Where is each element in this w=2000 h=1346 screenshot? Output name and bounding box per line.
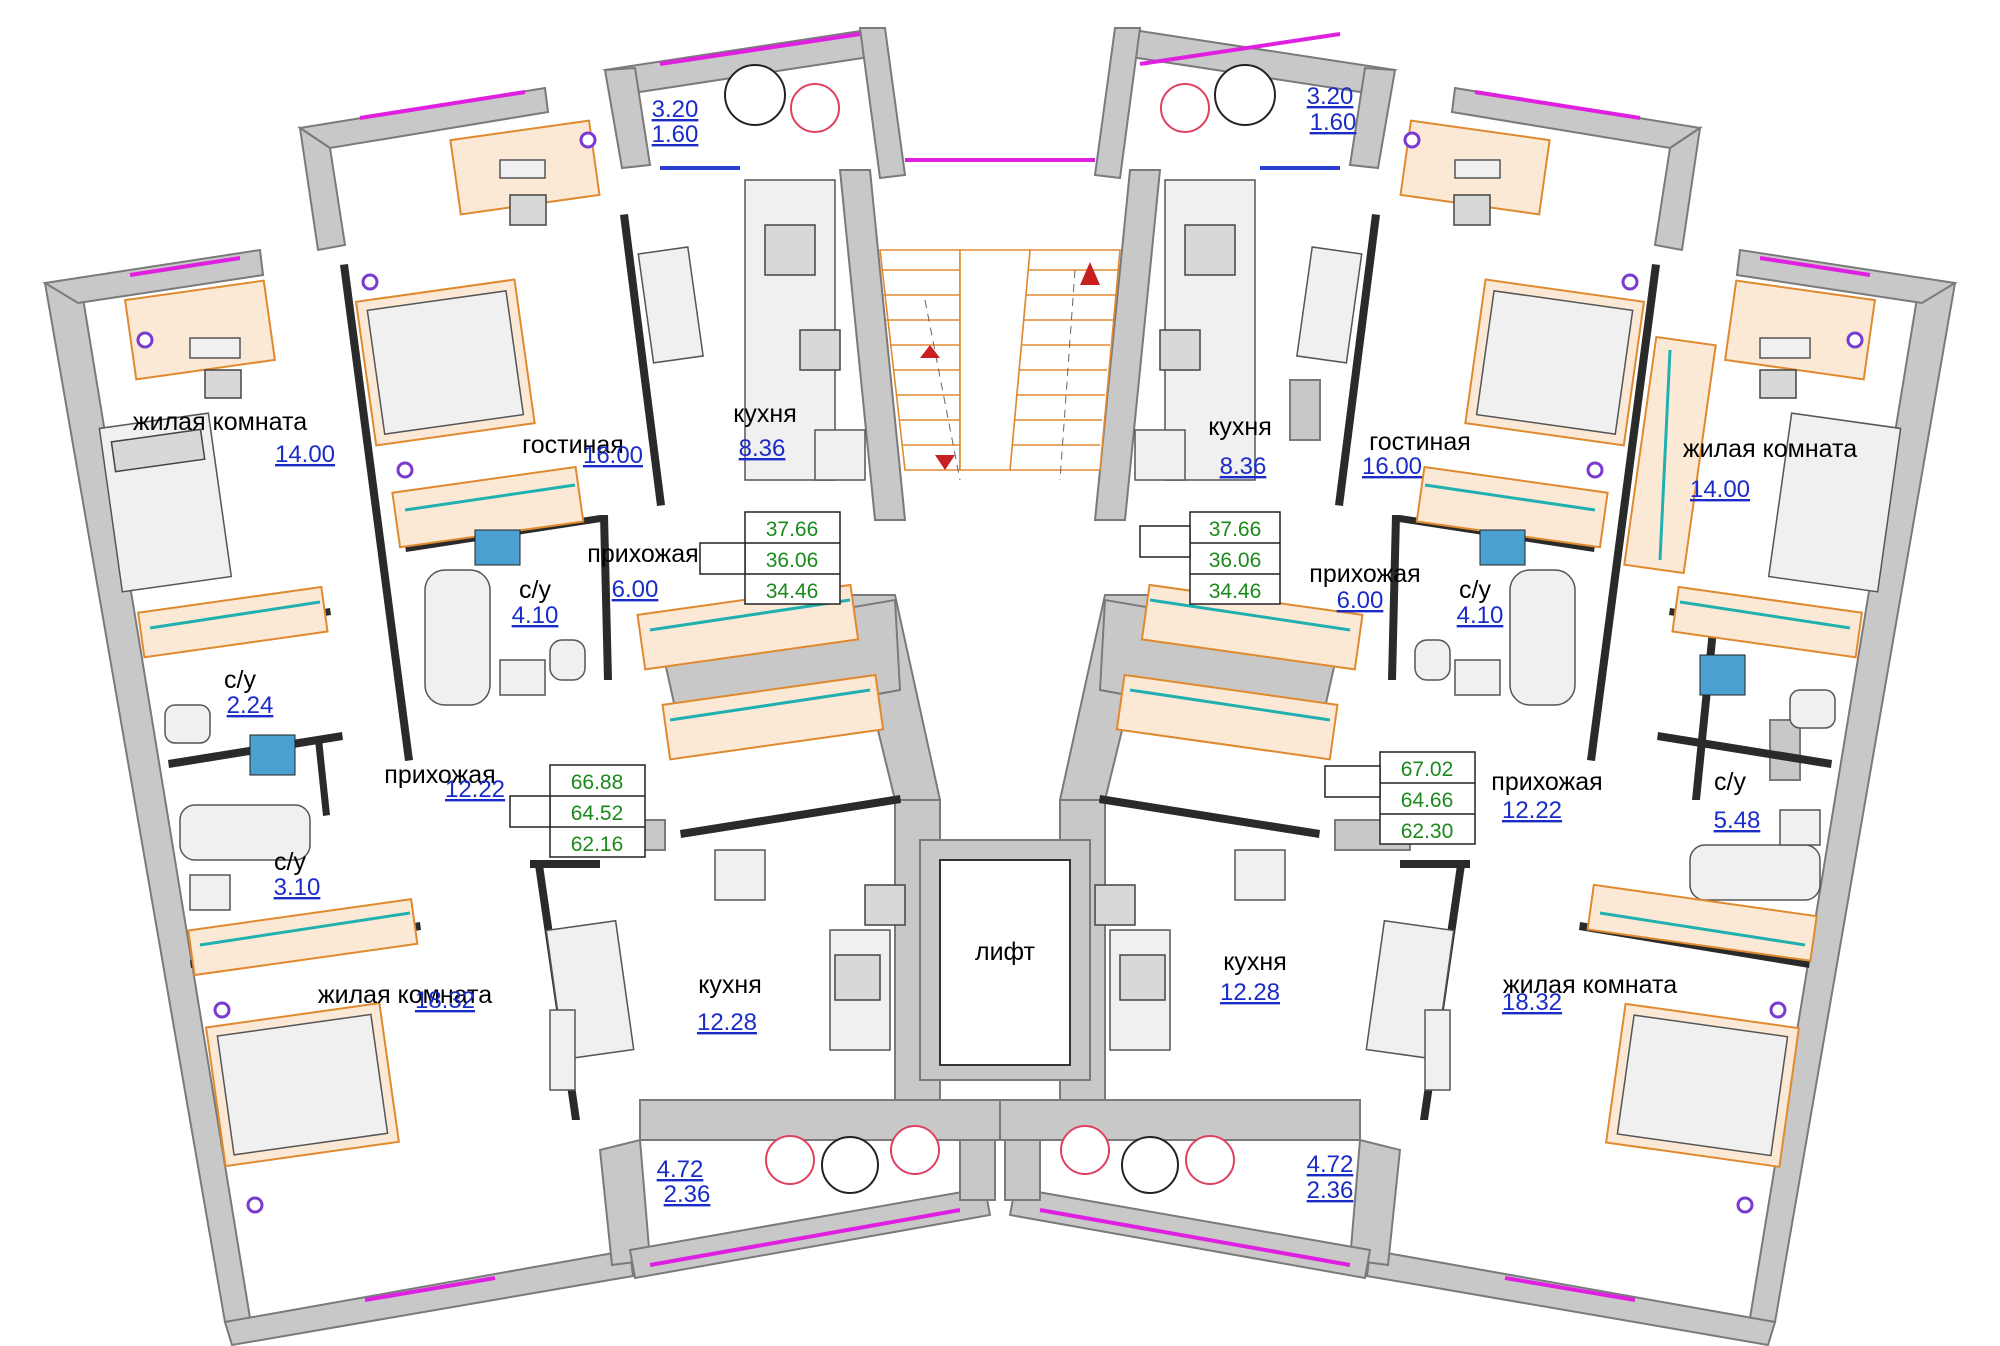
room-name: гостиная	[522, 431, 624, 459]
left-labels: жилая комната 14.00 гостиная 16.00 кухня…	[133, 96, 797, 1208]
total-left-small-3: 34.46	[766, 580, 819, 603]
room-name: прихожая	[1491, 768, 1602, 796]
room-name: прихожая	[1309, 560, 1420, 588]
room-area: 14.00	[275, 441, 335, 468]
staircase	[879, 249, 1121, 481]
total-left-small-1: 37.66	[766, 518, 819, 541]
total-right-big-2: 64.66	[1401, 789, 1454, 812]
room-area: 18.32	[1502, 989, 1562, 1016]
room-area: 12.28	[1220, 979, 1280, 1006]
room-name: жилая комната	[1683, 435, 1857, 463]
room-area: 2.24	[227, 692, 274, 719]
right-labels: кухня 8.36 гостиная 16.00 жилая комната …	[1208, 83, 1857, 1204]
balcony-area: 1.60	[1310, 109, 1357, 136]
room-name: кухня	[733, 400, 797, 428]
balcony-area: 1.60	[652, 121, 699, 148]
room-name: кухня	[1208, 413, 1272, 441]
totals-left-big: 66.88 64.52 62.16	[509, 764, 646, 858]
right-furniture	[1094, 119, 1902, 1214]
total-right-small-3: 34.46	[1209, 580, 1262, 603]
total-right-small-1: 37.66	[1209, 518, 1262, 541]
room-area: 14.00	[1690, 476, 1750, 503]
room-area: 4.10	[512, 602, 559, 629]
room-area: 3.10	[274, 874, 321, 901]
room-name: с/у	[1714, 768, 1746, 796]
lift: лифт	[919, 839, 1091, 1081]
room-area: 16.00	[583, 442, 643, 469]
room-area: 8.36	[1220, 453, 1267, 480]
room-name: с/у	[274, 848, 306, 876]
left-furniture	[98, 119, 906, 1214]
room-name: с/у	[519, 576, 551, 604]
room-area: 18.32	[415, 987, 475, 1014]
balcony-area: 3.20	[652, 96, 699, 123]
balcony-area: 4.72	[657, 1156, 704, 1183]
room-area: 4.10	[1457, 602, 1504, 629]
room-area: 16.00	[1362, 453, 1422, 480]
total-right-big-3: 62.30	[1401, 820, 1454, 843]
totals-right-small: 37.66 36.06 34.46	[1139, 511, 1281, 605]
left-wing-walls	[42, 26, 1001, 1346]
room-name: с/у	[1459, 576, 1491, 604]
total-left-big-2: 64.52	[571, 802, 624, 825]
balcony-area: 2.36	[664, 1181, 711, 1208]
room-area: 6.00	[612, 576, 659, 603]
total-left-big-1: 66.88	[571, 771, 624, 794]
room-area: 12.22	[445, 776, 505, 803]
total-right-small-2: 36.06	[1209, 549, 1262, 572]
balcony-area: 2.36	[1307, 1177, 1354, 1204]
room-area: 6.00	[1337, 587, 1384, 614]
total-left-big-3: 62.16	[571, 833, 624, 856]
windows	[129, 32, 1871, 1302]
room-area: 12.28	[697, 1009, 757, 1036]
room-name: прихожая	[587, 540, 698, 568]
totals-left-small: 37.66 36.06 34.46	[699, 511, 841, 605]
room-area: 5.48	[1714, 807, 1761, 834]
room-name: кухня	[1223, 948, 1287, 976]
totals-right-big: 67.02 64.66 62.30	[1324, 751, 1476, 845]
room-name: гостиная	[1369, 428, 1471, 456]
room-area: 8.36	[739, 435, 786, 462]
lift-label: лифт	[975, 938, 1036, 966]
balcony-furniture	[724, 64, 1276, 1194]
room-name: с/у	[224, 666, 256, 694]
balcony-area: 3.20	[1307, 83, 1354, 110]
total-left-small-2: 36.06	[766, 549, 819, 572]
room-name: жилая комната	[133, 408, 307, 436]
room-name: жилая комната	[1503, 971, 1677, 999]
total-right-big-1: 67.02	[1401, 758, 1454, 781]
room-name: прихожая	[384, 761, 495, 789]
room-name: кухня	[698, 971, 762, 999]
room-area: 12.22	[1502, 797, 1562, 824]
room-name: жилая комната	[318, 981, 492, 1009]
balcony-area: 4.72	[1307, 1151, 1354, 1178]
